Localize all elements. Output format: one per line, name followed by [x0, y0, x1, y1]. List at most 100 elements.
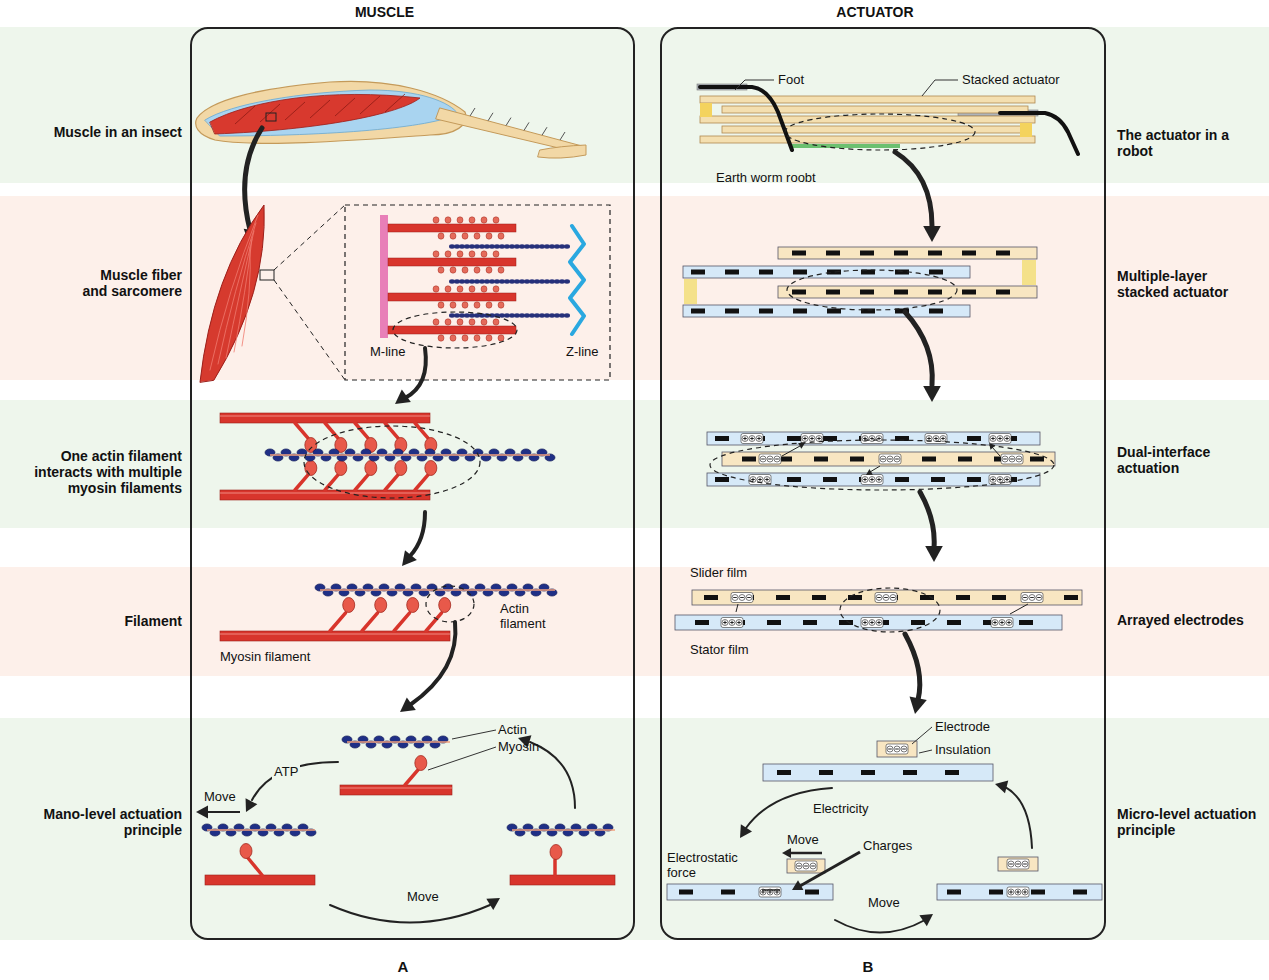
charge-symbol	[1008, 861, 1014, 867]
part-label: Insulation	[935, 743, 991, 758]
charge-sign	[1017, 459, 1021, 460]
arrow-head	[400, 698, 416, 712]
electrode-dash	[803, 620, 817, 625]
myosin-head	[445, 217, 451, 223]
charge-sign	[732, 621, 733, 625]
myosin-head	[450, 267, 456, 273]
electrode-dash	[691, 270, 705, 275]
charge-sign	[767, 478, 768, 482]
muscle-striation	[260, 104, 280, 122]
row-label: Micro-level actuation principle	[1117, 806, 1257, 838]
leader-line	[912, 727, 932, 744]
charge-group	[1007, 859, 1029, 869]
charge-sign	[1030, 597, 1034, 598]
arrow-head	[246, 798, 258, 812]
myosin-highlight	[220, 492, 430, 493]
charge-symbol	[1002, 456, 1008, 462]
charge-group	[861, 475, 883, 485]
charge-pointer	[800, 852, 860, 886]
zoom-line	[274, 205, 345, 270]
fiber-line	[218, 223, 256, 364]
charge-sign	[891, 597, 895, 598]
film-strip	[692, 590, 1082, 605]
myosin-highlight	[220, 633, 450, 634]
spacer-block	[700, 103, 712, 117]
charge-sign	[865, 478, 866, 482]
myosin-head	[481, 286, 487, 292]
leg-spine	[524, 122, 529, 130]
charge-group	[991, 618, 1013, 628]
charge-sign	[740, 597, 744, 598]
charge-sign	[775, 459, 779, 460]
charge-sign	[993, 478, 994, 482]
charge-group	[721, 618, 743, 628]
electrode-dash	[823, 477, 837, 482]
part-label: Electrode	[935, 720, 990, 735]
myosin-head	[498, 267, 504, 273]
arrow-head	[919, 914, 933, 926]
myosin-neck	[405, 770, 418, 785]
row-label: Muscle in an insect	[10, 124, 182, 140]
charge-sign	[1016, 864, 1020, 865]
myosin-head	[474, 267, 480, 273]
charge-sign	[879, 437, 880, 441]
charge-sign	[943, 437, 944, 441]
insect-femur	[196, 81, 466, 143]
film-strip	[778, 286, 1037, 298]
charge-sign	[1025, 890, 1026, 894]
myosin-head	[493, 251, 499, 257]
panel-frame: ACTUATOR	[660, 27, 1106, 940]
electrode-dash	[947, 620, 961, 625]
dashed-callout	[426, 586, 474, 622]
insect-muscle	[210, 94, 420, 134]
electrode-dash	[947, 890, 961, 895]
actuator-layer	[700, 96, 1035, 103]
femur-inner-layer	[205, 90, 458, 136]
charge-symbol	[732, 595, 738, 601]
myosin-head	[407, 598, 419, 613]
myosin-head	[433, 319, 439, 325]
charge-sign	[812, 437, 813, 441]
electrode-dash	[823, 436, 837, 441]
myosin-head	[433, 286, 439, 292]
charge-sign	[884, 597, 888, 598]
electrode-dash	[759, 309, 773, 314]
charge-sign	[879, 621, 880, 625]
electrode-dash	[929, 309, 943, 314]
electrode-dash	[1064, 595, 1078, 600]
charge-sign	[881, 459, 885, 460]
myosin-head	[486, 233, 492, 239]
charge-sign	[1003, 459, 1007, 460]
electrode-dash	[812, 595, 826, 600]
leg-spine	[542, 127, 547, 135]
myosin-neck	[295, 475, 308, 490]
charge-symbol	[1015, 861, 1021, 867]
myosin-head	[474, 302, 480, 308]
myosin-head	[438, 302, 444, 308]
charge-group	[795, 861, 817, 871]
charge-sign	[1023, 597, 1027, 598]
myosin-head	[457, 251, 463, 257]
charge-symbol	[883, 595, 889, 601]
electrode-dash	[721, 890, 735, 895]
part-label: M-line	[370, 345, 405, 360]
arrow-shaft	[895, 152, 932, 226]
myosin-head	[493, 217, 499, 223]
charge-symbol	[887, 746, 893, 752]
charge-sign	[1002, 621, 1003, 625]
motion-label: Move	[407, 890, 439, 905]
charge-symbol	[940, 436, 946, 442]
force-arrow	[736, 604, 738, 612]
part-label: Z-line	[566, 345, 599, 360]
myosin-head	[550, 845, 562, 860]
part-label: Foot	[778, 73, 804, 88]
arrow-shaft	[330, 905, 490, 923]
fiber-line	[234, 239, 252, 352]
charge-symbol	[736, 620, 742, 626]
charge-symbol	[999, 620, 1005, 626]
charge-symbol	[901, 746, 907, 752]
electrode-dash	[967, 436, 981, 441]
myosin-highlight	[340, 787, 452, 788]
insulation-block	[787, 859, 825, 873]
charge-symbol	[997, 436, 1003, 442]
